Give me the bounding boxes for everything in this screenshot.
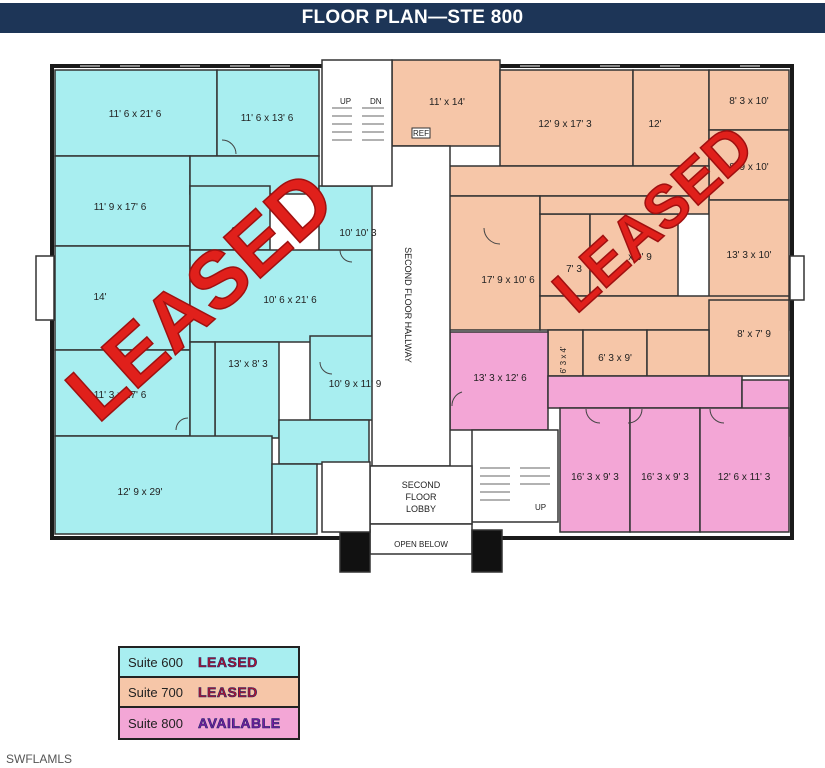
room-label: 10' 6 x 21' 6: [263, 295, 317, 306]
stair-up-label-south: UP: [535, 503, 546, 512]
room-label: 17' 9 x 10' 6: [481, 275, 535, 286]
stair-treads-north: [332, 107, 384, 141]
room-label: 10' 9 x 11' 9: [329, 379, 382, 390]
room-s600-k: [54, 435, 273, 535]
floor-plan: 11' 6 x 21' 6 11' 6 x 13' 6 11' 9 x 17' …: [35, 59, 805, 573]
watermark: SWFLAMLS: [6, 752, 73, 766]
room-s700-b: [499, 69, 634, 167]
bay-window-right: [789, 255, 805, 301]
room-label: 8' x 7' 9: [737, 329, 771, 340]
room-s600-wc: [271, 463, 318, 535]
legend-row-suite-700: Suite 700 LEASED: [120, 678, 298, 708]
legend-status: AVAILABLE: [198, 715, 281, 732]
legend-status: LEASED: [198, 654, 258, 671]
room-label: 6' 3 x 9': [598, 353, 632, 364]
room-s700-d: [708, 69, 790, 131]
room-label: 13' 3 x 12' 6: [473, 373, 527, 384]
legend-row-suite-600: Suite 600 LEASED: [120, 648, 298, 678]
room-label: 10' 10' 3: [339, 228, 377, 239]
page-title: FLOOR PLAN—STE 800: [301, 7, 524, 28]
room-label: 16' 3 x 9' 3: [571, 472, 619, 483]
room-s600-h: [54, 349, 191, 437]
lobby-label-line3: LOBBY: [406, 504, 436, 514]
lobby-label-line2: FLOOR: [405, 492, 437, 502]
room-label: 8' 9 x 10': [729, 162, 768, 173]
lobby-label-line1: SECOND: [402, 480, 441, 490]
room-label: 9': [231, 226, 239, 237]
legend-status: LEASED: [198, 684, 258, 701]
stair-treads-south: [480, 467, 550, 501]
legend-suite-name: Suite 600: [128, 654, 183, 670]
room-s800-d: [699, 407, 790, 533]
common-area: [321, 59, 559, 573]
room-s700-corr1: [439, 165, 710, 197]
door-swings: [175, 139, 725, 431]
room-label: 11' 6 x 21' 6: [109, 109, 162, 120]
legend: Suite 600 LEASED Suite 700 LEASED Suite …: [118, 646, 300, 740]
room-s700-i: [708, 199, 790, 301]
bay-window-left: [35, 255, 55, 321]
stair-up-label: UP: [340, 97, 351, 106]
column-left: [339, 529, 371, 573]
room-s700-e: [708, 129, 790, 201]
legend-suite-name: Suite 700: [128, 684, 183, 700]
ref-label: REF: [413, 129, 429, 138]
room-s700-h: [589, 213, 679, 297]
open-below-label: OPEN BELOW: [394, 540, 448, 549]
room-label: 16' 3 x 9' 3: [641, 472, 689, 483]
room-s700-f: [439, 195, 541, 331]
room-s600-bath: [278, 419, 370, 465]
hallway-label: SECOND FLOOR HALLWAY: [403, 247, 413, 363]
room-s700-a: [391, 59, 501, 147]
room-s600-e: [189, 185, 271, 251]
suite-800: [449, 331, 790, 533]
stair-dn-label: DN: [370, 97, 382, 106]
room-label: 12' 9 x 29': [118, 487, 163, 498]
room-s700-bath: [646, 329, 710, 377]
room-s800-b: [559, 407, 631, 533]
room-s700-j: [708, 299, 790, 377]
room-label: 11' x 14': [429, 97, 465, 108]
stair-north: [321, 59, 393, 187]
legend-row-suite-800: Suite 800 AVAILABLE: [120, 708, 298, 738]
room-s600-i: [214, 341, 280, 439]
room-s800-c: [629, 407, 701, 533]
room-label: 14': [93, 292, 106, 303]
room-label: 11' 3 x 17' 6: [94, 390, 147, 401]
column-right: [471, 529, 503, 573]
hallway: [371, 145, 451, 467]
room-label: x 9' 9: [628, 252, 652, 263]
room-label: 12' 6 x 11' 3: [718, 472, 771, 483]
room-s600-g: [189, 249, 373, 343]
refrigerator: [411, 127, 431, 139]
elevator: [321, 461, 371, 533]
room-label: 13' 3 x 10': [727, 250, 772, 261]
room-label: 11' 6 x 13' 6: [241, 113, 294, 124]
room-s700-c: [632, 69, 710, 167]
room-label: 13' x 8' 3: [228, 359, 268, 370]
title-bar: FLOOR PLAN—STE 800: [0, 3, 825, 33]
room-label: 6' 3 x 4': [559, 346, 568, 374]
legend-suite-name: Suite 800: [128, 715, 183, 731]
open-below-area: [369, 523, 473, 555]
room-label: 8' 3 x 10': [729, 96, 768, 107]
room-label: 12': [648, 119, 661, 130]
room-label: 7' 3: [566, 264, 582, 275]
room-label: 11' 9 x 17' 6: [94, 202, 147, 213]
room-s600-c: [54, 155, 191, 247]
room-s800-corr: [547, 375, 743, 409]
room-label: 12' 9 x 17' 3: [538, 119, 592, 130]
suite-700: [391, 59, 790, 377]
